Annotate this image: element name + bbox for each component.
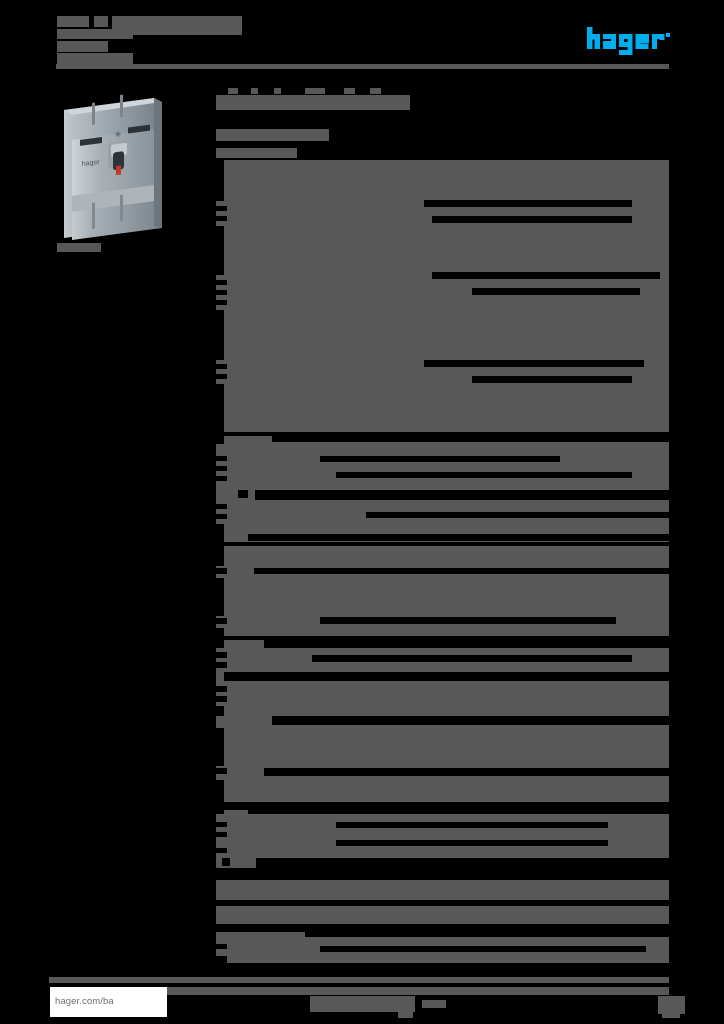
spec-row-gap: [216, 568, 227, 574]
spec-row-gap: [216, 956, 227, 963]
spec-row-gap: [216, 848, 227, 853]
spec-row-gap: [216, 652, 227, 658]
spec-row-gap: [216, 628, 224, 636]
spec-row-gap: [216, 822, 227, 827]
spec-value-redaction: [272, 436, 669, 442]
spec-row-gap: [216, 728, 224, 766]
spec-value-redaction: [312, 655, 632, 662]
spec-value-redaction: [472, 288, 640, 295]
spec-section-panel: [216, 880, 669, 900]
spec-value-redaction: [336, 840, 608, 846]
header-title-redaction: [112, 16, 242, 35]
spec-row-gap: [216, 546, 224, 566]
bullet-marker: [222, 858, 230, 866]
spec-label-redaction: [305, 932, 669, 937]
spec-value-redaction: [256, 858, 669, 868]
spec-label-redaction: [216, 640, 224, 648]
spec-value-redaction: [224, 672, 669, 681]
spec-label-redaction: [248, 810, 669, 814]
spec-row-gap: [216, 578, 224, 616]
footer-divider-rule: [49, 977, 669, 983]
spec-row-gap: [216, 384, 224, 432]
spec-value-redaction: [432, 272, 660, 279]
main-heading-redaction: [344, 88, 355, 94]
spec-row-gap: [216, 476, 227, 481]
spec-row-gap: [216, 524, 224, 542]
main-heading-redaction: [216, 95, 410, 110]
bullet-marker: [238, 490, 248, 498]
spec-row-gap: [216, 662, 227, 668]
spec-row-gap: [216, 696, 227, 702]
svg-text:hager: hager: [81, 159, 100, 168]
footer-center-redaction: [398, 1010, 413, 1018]
spec-row-gap: [216, 280, 227, 285]
product-photo: hager: [56, 88, 180, 240]
spec-row-gap: [216, 810, 224, 814]
spec-row-gap: [216, 706, 224, 716]
main-heading-redaction: [305, 88, 325, 94]
spec-value-redaction: [336, 822, 608, 828]
spec-row-gap: [216, 618, 227, 624]
spec-value-redaction: [264, 768, 669, 776]
spec-row-gap: [216, 290, 227, 295]
spec-section-panel: [216, 906, 669, 924]
spec-row-gap: [216, 226, 224, 275]
header-title-redaction: [57, 16, 89, 27]
footer-url[interactable]: hager.com/ba: [50, 987, 167, 1017]
footer-center-redaction: [422, 1000, 446, 1008]
footer-center-redaction: [313, 987, 669, 995]
spec-value-redaction: [320, 456, 560, 462]
spec-row-gap: [216, 768, 227, 774]
header-title-redaction: [94, 16, 108, 27]
spec-row-gap: [216, 310, 224, 360]
spec-value-redaction: [424, 200, 632, 207]
spec-row-gap: [216, 216, 227, 221]
main-subheading-redaction: [216, 148, 297, 158]
spec-value-redaction: [424, 360, 644, 367]
spec-value-redaction: [254, 568, 669, 574]
spec-row-gap: [216, 160, 224, 201]
spec-value-redaction: [366, 512, 669, 518]
spec-value-redaction: [248, 534, 669, 541]
header-title-redaction: [57, 29, 133, 39]
header-subtitle-redaction: [57, 41, 108, 52]
hager-logo[interactable]: [587, 27, 671, 55]
footer-page-number-redaction: [658, 996, 685, 1014]
spec-value-redaction: [320, 617, 616, 624]
spec-value-redaction: [255, 490, 669, 500]
spec-row-gap: [216, 364, 227, 369]
spec-section-panel: [216, 436, 669, 498]
spec-row-gap: [216, 832, 227, 837]
spec-row-gap: [216, 514, 227, 519]
spec-row-gap: [216, 780, 224, 802]
spec-value-redaction: [272, 716, 669, 725]
footer-center-redaction: [310, 996, 415, 1012]
spec-row-gap: [216, 686, 227, 692]
header-subtitle-redaction: [57, 53, 133, 64]
spec-value-redaction: [472, 376, 632, 383]
main-heading-redaction: [251, 88, 258, 94]
spec-row-gap: [216, 206, 227, 211]
footer-page-number-redaction: [662, 1012, 680, 1018]
spec-row-gap: [216, 436, 224, 444]
product-reference-redaction: [57, 243, 101, 252]
header-divider-rule: [56, 64, 669, 69]
spec-value-redaction: [320, 946, 646, 952]
main-heading-redaction: [228, 88, 238, 94]
spec-value-redaction: [336, 472, 632, 478]
footer-center-redaction: [167, 987, 313, 995]
main-heading-redaction: [370, 88, 381, 94]
main-subheading-redaction: [216, 129, 329, 141]
spec-value-redaction: [264, 640, 669, 648]
spec-row-gap: [216, 374, 227, 379]
spec-row-gap: [216, 300, 227, 305]
spec-row-gap: [216, 944, 227, 949]
spec-row-gap: [216, 504, 227, 509]
spec-row-gap: [216, 456, 227, 461]
spec-row-gap: [216, 466, 227, 471]
spec-value-redaction: [432, 216, 632, 223]
main-heading-redaction: [274, 88, 281, 94]
